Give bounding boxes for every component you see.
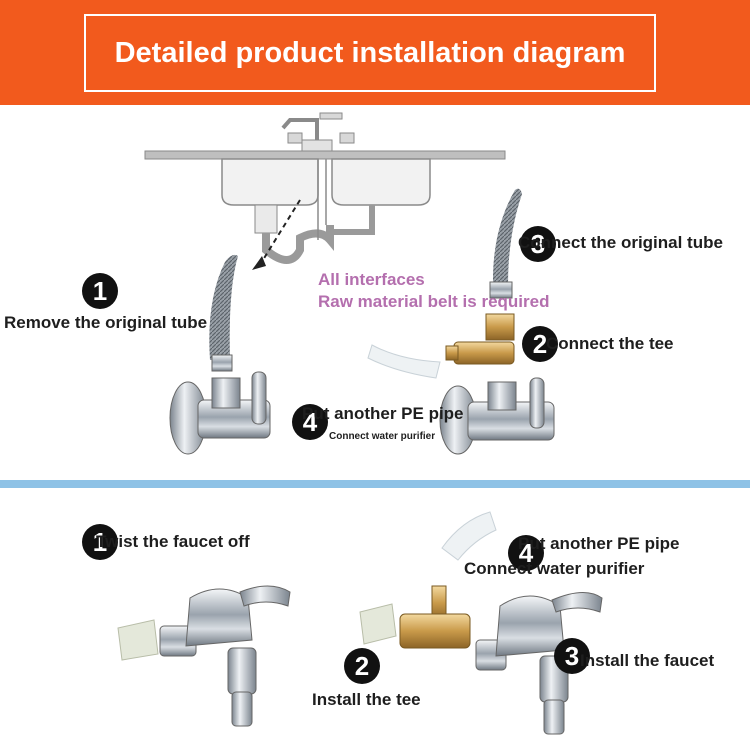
tee-assembly: [359, 511, 497, 649]
step-3-badge: 3: [520, 226, 556, 262]
bottom-step-1-label: Twist the faucet off: [96, 532, 250, 551]
bottom-step-2-badge: 2: [344, 648, 380, 684]
header-banner: Detailed product installation diagram: [0, 0, 750, 105]
step-4-badge: 4: [292, 404, 328, 440]
step-2-label: Connect the tee: [546, 334, 674, 353]
bottom-step-4-sublabel: Connect water purifier: [464, 559, 645, 578]
note-line-1: All interfaces: [318, 270, 425, 289]
step-1-label: Remove the original tube: [4, 313, 208, 332]
bottom-step-4-badge: 4: [508, 535, 544, 571]
sink-diagram: [144, 112, 506, 270]
step-4-sublabel: Connect water purifier: [329, 431, 436, 442]
section-divider: [0, 480, 750, 488]
step-4-label: Put another PE pipe: [302, 404, 464, 423]
bottom-step-4-label: Put another PE pipe: [518, 534, 680, 553]
step-2-badge: 2: [522, 326, 558, 362]
header-frame: Detailed product installation diagram: [84, 14, 656, 92]
bottom-step-3-badge: 3: [554, 638, 590, 674]
left-wall-faucet: [117, 585, 291, 727]
right-angle-valve: [367, 188, 555, 455]
step-3-label: Connect the original tube: [518, 233, 723, 252]
note-line-2: Raw material belt is required: [318, 292, 550, 311]
page-title: Detailed product installation diagram: [114, 36, 626, 69]
step-1-badge: 1: [82, 273, 118, 309]
left-angle-valve: [169, 254, 271, 455]
bottom-step-2-label: Install the tee: [312, 690, 421, 709]
bottom-step-3-label: Install the faucet: [580, 651, 715, 670]
bottom-step-1-badge: 1: [82, 524, 118, 560]
